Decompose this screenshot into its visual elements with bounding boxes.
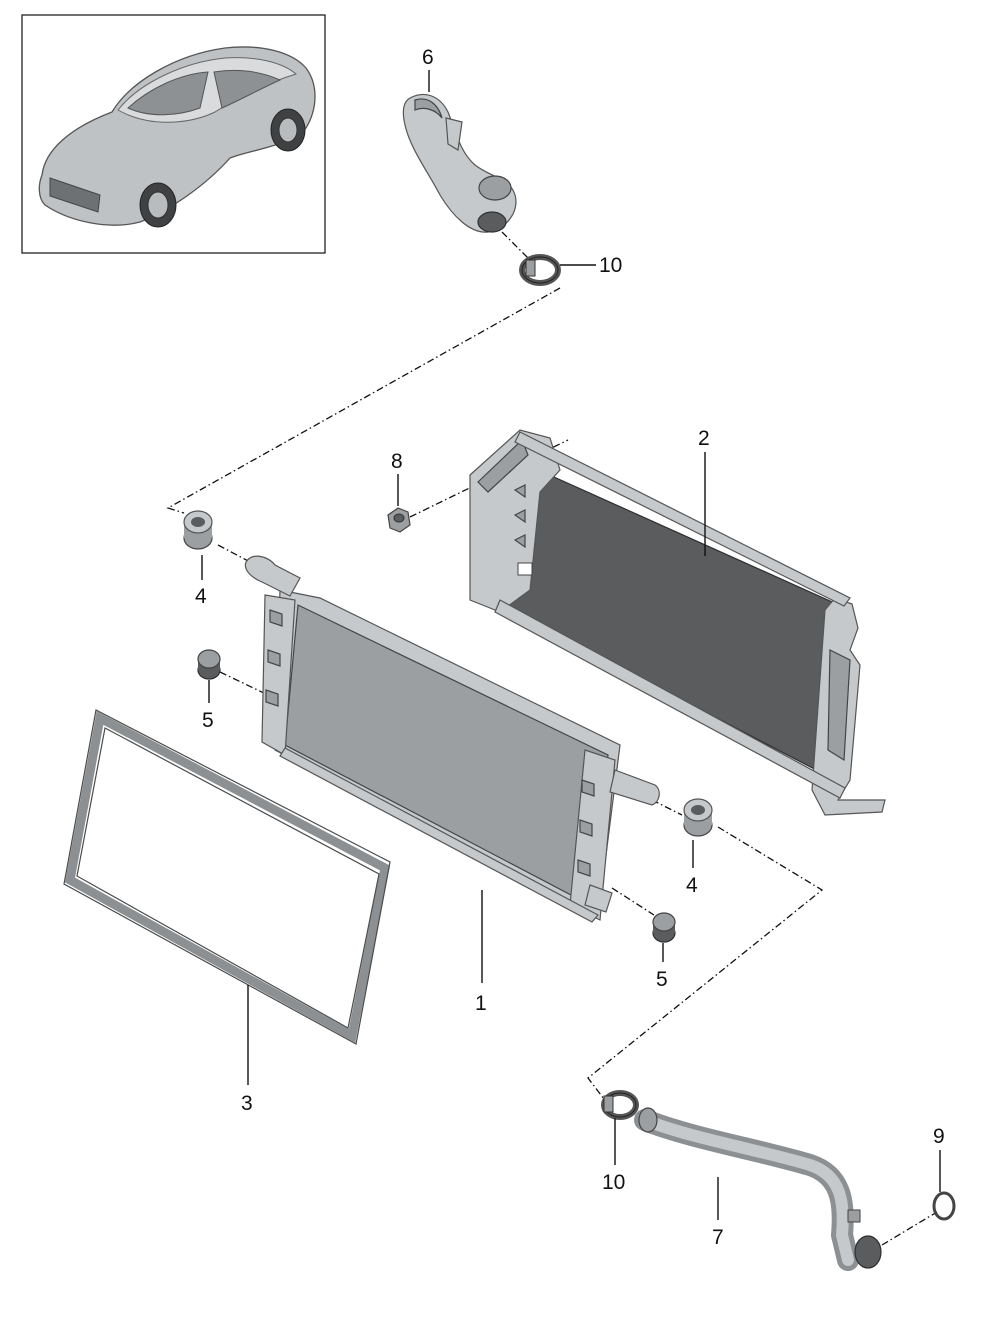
left-tank [261,594,296,756]
callout-8: 8 [391,450,403,473]
callout-3: 3 [241,1092,253,1115]
right-tank [569,749,616,921]
leader-lines [201,70,941,1220]
callout-1: 1 [475,992,487,1015]
radiator-shroud-part-2 [469,429,886,816]
rubber-mount-upper-part-5 [197,649,221,680]
callout-10-upper: 10 [599,254,622,277]
car-illustration [38,46,316,228]
o-ring-part-9 [932,1191,956,1221]
upper-air-hose-part-6 [402,93,517,233]
hose-clamp-upper-part-10 [519,254,561,286]
callout-9: 9 [933,1125,945,1148]
radiator-core-part-1 [244,555,660,923]
callout-4-lower: 4 [686,874,698,897]
callout-2: 2 [698,427,710,450]
nut-part-8 [387,507,411,533]
callout-6: 6 [422,46,434,69]
lower-hose-part-7 [634,1107,882,1271]
shroud-teeth [513,484,526,549]
grommet-upper-part-4 [183,510,213,550]
callout-labels: 6 10 2 8 4 5 4 5 1 3 9 10 7 [195,46,945,1249]
seal-frame-part-3 [63,709,391,1045]
grommet-lower-part-4 [683,798,713,837]
callout-5-upper: 5 [202,709,214,732]
rubber-mount-lower-part-5 [652,912,676,943]
callout-7: 7 [712,1226,724,1249]
callout-4-upper: 4 [195,585,207,608]
hose-clamp-lower-part-10 [601,1090,639,1120]
callout-5-lower: 5 [656,968,668,991]
vehicle-reference-inset [21,14,326,254]
callout-10-lower: 10 [602,1171,625,1194]
